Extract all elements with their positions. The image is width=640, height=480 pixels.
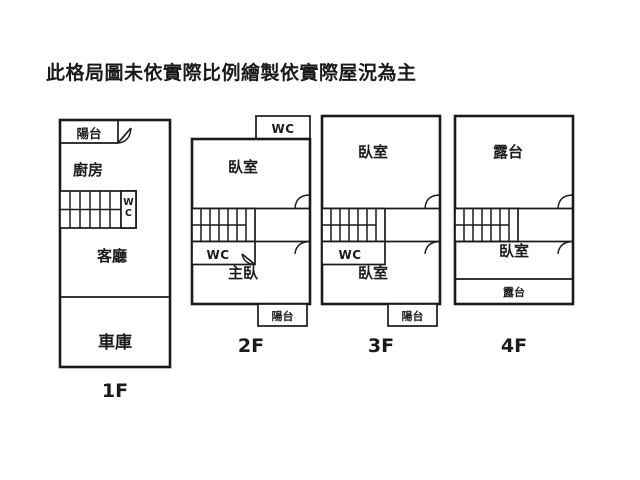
3f-door-lower-swing-icon <box>424 240 441 255</box>
2f-door-lower <box>294 240 311 255</box>
floor-plan-3f: 臥室 <box>320 114 442 357</box>
floor-plan-2f: WC 臥室 <box>190 115 312 357</box>
2f-balcony-label: 陽台 <box>272 309 294 323</box>
3f-balcony-label: 陽台 <box>402 309 424 323</box>
3f-door-upper-swing-icon <box>424 194 441 209</box>
3f-door-upper <box>424 194 441 209</box>
2f-wc-upper-label: WC <box>271 122 294 136</box>
3f-washroom: WC <box>321 240 386 266</box>
4f-terrace-upper-label: 露台 <box>493 143 523 161</box>
2f-wc-lower-label: WC <box>206 248 229 262</box>
2f-stair-treads <box>200 208 247 242</box>
2f-wc-door-swing-icon <box>241 253 256 266</box>
4f-door-upper <box>557 194 574 209</box>
4f-stair-treads <box>463 208 510 242</box>
1f-stair-treads <box>69 191 122 228</box>
3f-door-lower <box>424 240 441 255</box>
2f-master-bedroom-label: 主臥 <box>228 264 259 282</box>
2f-floor-label: 2F <box>238 335 264 357</box>
3f-balcony-outline <box>387 303 438 327</box>
1f-balcony-door-leaf <box>117 127 132 144</box>
1f-balcony: 陽台 <box>60 120 132 144</box>
1f-wc-label-w: W <box>123 197 134 208</box>
2f-door-upper <box>294 194 311 209</box>
2f-wc-lower-outline <box>191 240 256 266</box>
1f-washroom: W C <box>120 190 137 229</box>
4f-staircase <box>454 207 573 243</box>
floor-plan-1f: 陽台 廚房 W C 客廳 <box>58 118 172 402</box>
3f-balcony: 陽台 <box>387 303 438 327</box>
2f-balcony: 陽台 <box>257 303 308 327</box>
2f-washroom-upper: WC <box>255 115 311 140</box>
1f-living-room-label: 客廳 <box>96 247 127 265</box>
2f-washroom-lower: WC <box>191 240 256 266</box>
floor-plan-4f: 露台 臥室 <box>453 114 575 357</box>
1f-wc-label-c: C <box>125 208 132 219</box>
3f-floor-label: 3F <box>368 335 394 357</box>
2f-door-lower-swing-icon <box>294 240 311 255</box>
3f-stair-treads <box>330 208 377 242</box>
4f-bedroom-label: 臥室 <box>499 242 529 260</box>
3f-wc-outline <box>321 240 386 266</box>
1f-balcony-door-swing-icon <box>117 127 132 144</box>
1f-balcony-label: 陽台 <box>76 126 101 141</box>
2f-staircase <box>191 207 310 243</box>
1f-staircase: W C <box>59 190 137 229</box>
4f-terrace-lower-label: 露台 <box>503 285 525 299</box>
1f-floor-label: 1F <box>102 380 128 402</box>
4f-terrace-lower: 露台 <box>455 278 573 299</box>
1f-kitchen-label: 廚房 <box>73 161 103 179</box>
3f-wc-label: WC <box>338 248 361 262</box>
1f-outer-wall <box>58 118 172 369</box>
4f-door-upper-swing-icon <box>557 194 574 209</box>
4f-floor-label: 4F <box>501 335 527 357</box>
2f-bedroom-label: 臥室 <box>228 158 258 176</box>
3f-bedroom-lower-label: 臥室 <box>358 264 388 282</box>
3f-bedroom-upper-label: 臥室 <box>358 143 388 161</box>
page-title: 此格局圖未依實際比例繪製依實際屋況為主 <box>46 62 417 84</box>
4f-door-lower-swing-icon <box>557 240 574 255</box>
2f-wc-door-leaf <box>241 253 256 266</box>
2f-door-upper-swing-icon <box>294 194 311 209</box>
1f-garage-label: 車庫 <box>98 332 132 353</box>
1f-wc-outline <box>120 190 137 229</box>
4f-door-lower <box>557 240 574 255</box>
2f-balcony-outline <box>257 303 308 327</box>
